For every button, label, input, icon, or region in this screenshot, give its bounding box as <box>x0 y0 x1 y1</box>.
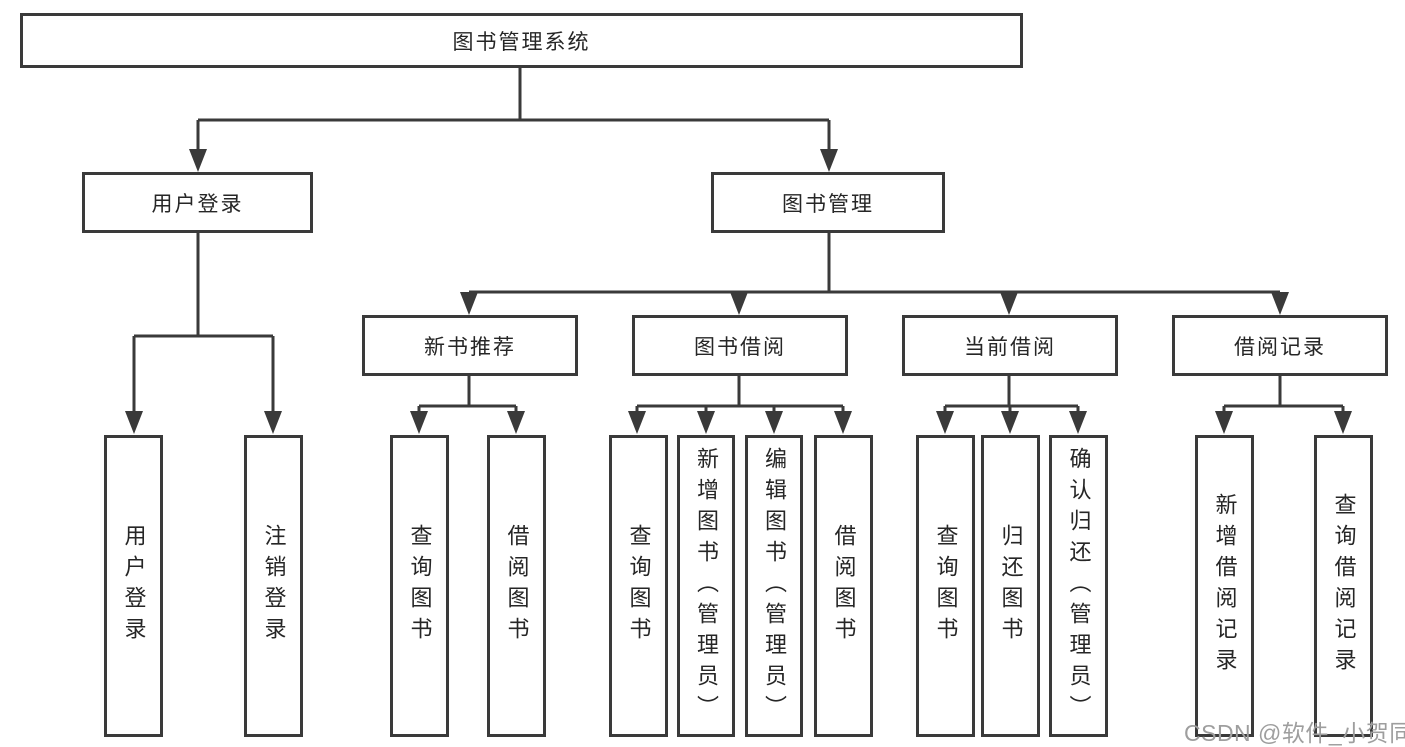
leaf-add-borrow-record: 新增借阅记录 <box>1195 435 1254 737</box>
leaf-query-books-recommend: 查询图书 <box>390 435 449 737</box>
leaf-label: 查询图书 <box>407 524 433 648</box>
leaf-borrow-books: 借阅图书 <box>814 435 873 737</box>
leaf-label: 新增图书（管理员） <box>694 446 719 726</box>
leaf-user-login: 用户登录 <box>104 435 163 737</box>
node-current-borrowing: 当前借阅 <box>902 315 1118 376</box>
leaf-return-books: 归还图书 <box>981 435 1040 737</box>
leaf-label: 查询图书 <box>933 524 959 648</box>
node-book-borrowing: 图书借阅 <box>632 315 848 376</box>
node-borrowing-records: 借阅记录 <box>1172 315 1388 376</box>
leaf-query-borrow-record: 查询借阅记录 <box>1314 435 1373 737</box>
leaf-label: 查询借阅记录 <box>1331 493 1357 679</box>
leaf-label: 归还图书 <box>998 524 1024 648</box>
leaf-query-books-current: 查询图书 <box>916 435 975 737</box>
leaf-confirm-return-admin: 确认归还（管理员） <box>1049 435 1108 737</box>
node-library-management-system: 图书管理系统 <box>20 13 1023 68</box>
csdn-watermark: CSDN @软件_小贺同学 <box>1184 720 1405 746</box>
leaf-query-books-borrow: 查询图书 <box>609 435 668 737</box>
leaf-edit-book-admin: 编辑图书（管理员） <box>745 435 803 737</box>
leaf-add-book-admin: 新增图书（管理员） <box>677 435 735 737</box>
leaf-label: 借阅图书 <box>504 524 530 648</box>
leaf-logout: 注销登录 <box>244 435 303 737</box>
node-new-book-recommendation: 新书推荐 <box>362 315 578 376</box>
leaf-label: 新增借阅记录 <box>1212 493 1238 679</box>
leaf-label: 借阅图书 <box>831 524 857 648</box>
leaf-label: 注销登录 <box>261 524 287 648</box>
leaf-label: 确认归还（管理员） <box>1066 446 1092 726</box>
leaf-label: 编辑图书（管理员） <box>762 446 787 726</box>
leaf-label: 查询图书 <box>626 524 652 648</box>
node-book-management: 图书管理 <box>711 172 945 233</box>
leaf-label: 用户登录 <box>121 524 147 648</box>
node-user-login: 用户登录 <box>82 172 313 233</box>
leaf-borrow-books-recommend: 借阅图书 <box>487 435 546 737</box>
